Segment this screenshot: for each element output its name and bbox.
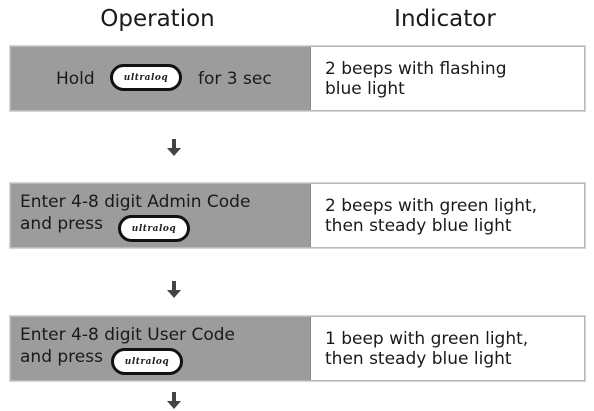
indicator-line: 1 beep with green light, [325,328,529,349]
operation-text-admin: Enter 4-8 digit Admin Code [20,192,251,212]
indicator-line: 2 beeps with green light, [325,195,538,216]
down-arrow-icon [167,392,181,409]
indicator-cell-2: 2 beeps with green light, then steady bl… [311,184,584,247]
operation-text-hold: Hold [56,69,95,89]
operation-cell-2: Enter 4-8 digit Admin Code and press ult… [11,184,311,247]
step-row-2: Enter 4-8 digit Admin Code and press ult… [10,183,585,248]
indicator-line: blue light [325,78,405,99]
operation-cell-1: Hold ultraloq for 3 sec [11,47,311,110]
operation-text-press: and press [20,214,103,234]
ultraloq-button-icon: ultraloq [111,348,183,375]
down-arrow-icon [167,139,181,156]
operation-text-press: and press [20,347,103,367]
down-arrow-icon [167,281,181,298]
indicator-header: Indicator [394,6,496,32]
step-row-1: Hold ultraloq for 3 sec 2 beeps with fla… [10,46,585,111]
operation-text-user: Enter 4-8 digit User Code [20,325,235,345]
step-row-3: Enter 4-8 digit User Code and press ultr… [10,316,585,381]
indicator-line: then steady blue light [325,348,512,369]
operation-header: Operation [100,6,215,32]
indicator-line: then steady blue light [325,215,512,236]
indicator-cell-1: 2 beeps with flashing blue light [311,47,584,110]
indicator-cell-3: 1 beep with green light, then steady blu… [311,317,584,380]
operation-text-duration: for 3 sec [198,69,272,89]
ultraloq-button-icon: ultraloq [110,64,182,91]
operation-cell-3: Enter 4-8 digit User Code and press ultr… [11,317,311,380]
ultraloq-button-icon: ultraloq [118,215,190,242]
indicator-line: 2 beeps with flashing [325,58,507,79]
